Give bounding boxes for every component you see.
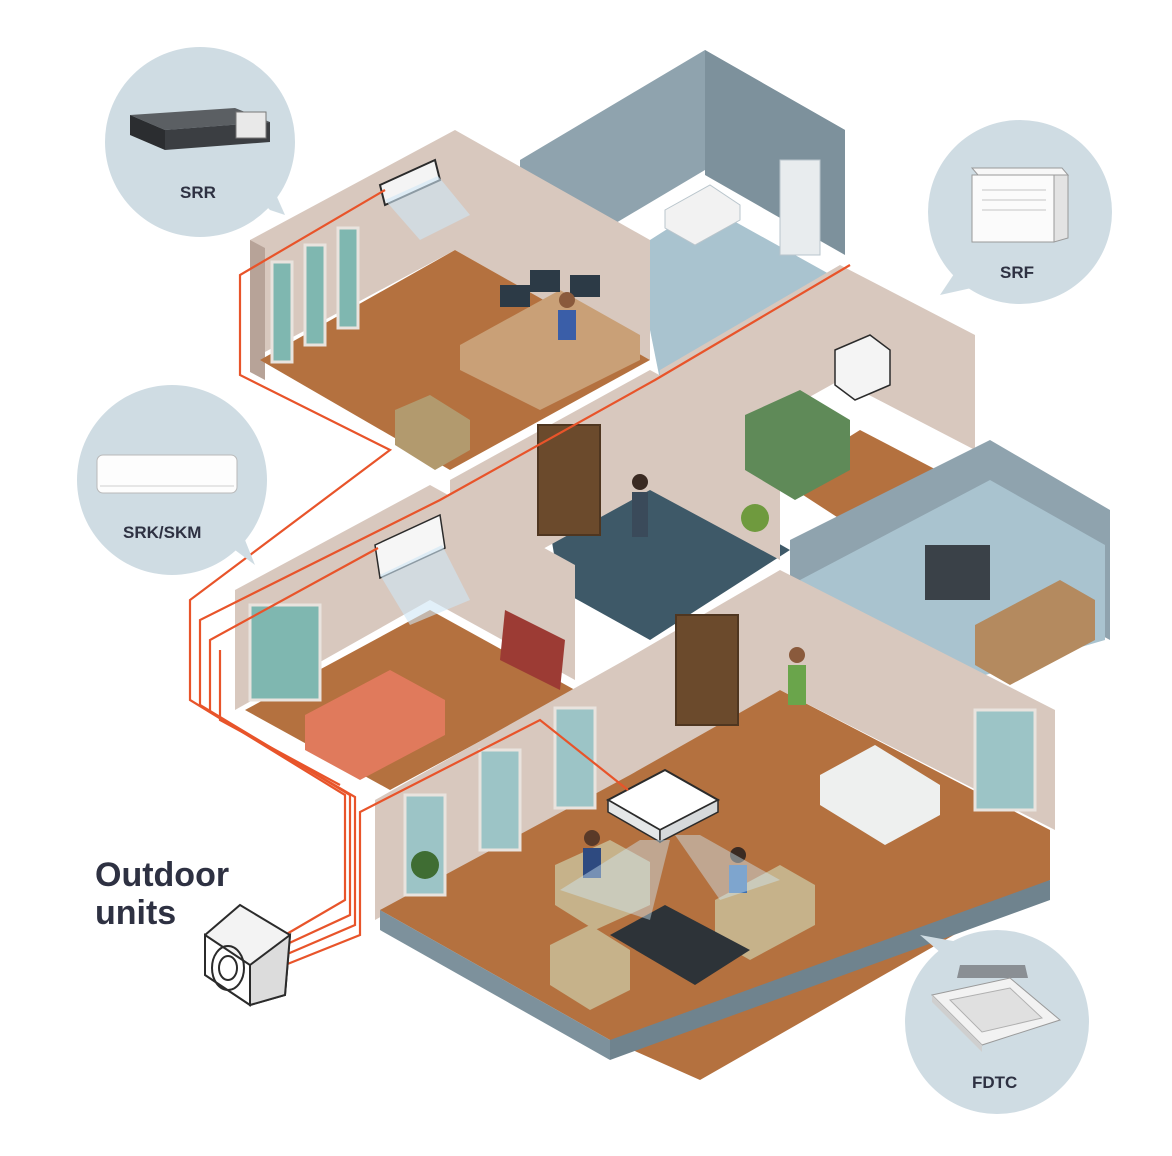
bathroom-floor: [650, 205, 840, 380]
hall-double-door: [537, 424, 601, 536]
kitchen-counter: [975, 580, 1095, 685]
srk-indoor-unit: [374, 513, 470, 625]
unit-label-srr: SRR: [180, 183, 216, 202]
fan-icon-inner: [218, 955, 238, 981]
building-base-edge-right: [610, 880, 1050, 1060]
bathtub: [664, 184, 741, 246]
living-double-door: [675, 614, 739, 726]
office-window: [270, 260, 294, 364]
living-window-right: [973, 708, 1037, 812]
unit-label-srk-skm: SRK/SKM: [123, 523, 201, 542]
monitor: [530, 270, 560, 292]
unit-label-fdtc: FDTC: [972, 1073, 1017, 1092]
outdoor-units-line1: Outdoor: [95, 856, 229, 894]
ducted-unit-icon: [130, 108, 270, 150]
person-body: [583, 848, 601, 878]
refrigerant-pipes: [188, 189, 851, 967]
fan-icon: [211, 945, 245, 991]
armchair: [395, 395, 470, 470]
person-head: [730, 847, 746, 863]
monitor: [570, 275, 600, 297]
windows-doors: [248, 226, 1037, 897]
wall-mounted-unit-icon: [96, 454, 238, 494]
bed-lower: [305, 670, 445, 780]
floor-console-unit-icon: [970, 167, 1070, 243]
person-body: [788, 665, 806, 705]
outdoor-units-line2: units: [95, 894, 176, 932]
callout-fdtc: FDTC: [905, 930, 1089, 1114]
bedroom-window: [248, 603, 322, 702]
unit-label-srf: SRF: [1000, 263, 1034, 282]
sofa-left: [555, 840, 650, 930]
pipe-to-srr: [188, 189, 393, 936]
callout-srr: SRR: [105, 47, 295, 237]
callout-srk-skm: SRK/SKM: [77, 385, 267, 575]
office-window: [303, 243, 327, 347]
people: [558, 292, 806, 893]
office-desk: [460, 290, 640, 410]
person-head: [584, 830, 600, 846]
potted-plant: [411, 851, 439, 879]
hallway-floor: [550, 470, 790, 640]
potted-plant: [741, 504, 769, 532]
stove: [925, 545, 990, 600]
bed-upper: [745, 390, 850, 500]
srf-indoor-unit: [834, 334, 891, 401]
rug: [610, 905, 750, 985]
pipe-to-fdtc: [284, 718, 629, 967]
person-head: [632, 474, 648, 490]
dining-table: [820, 745, 940, 845]
clothes-rack: [500, 610, 565, 690]
person-head: [789, 647, 805, 663]
monitor: [500, 285, 530, 307]
person-body: [729, 865, 747, 893]
pipe-to-srf: [198, 264, 851, 946]
living-window: [403, 793, 447, 897]
office-left-wall: [250, 240, 265, 380]
person-body: [632, 492, 648, 537]
washing-machine: [779, 159, 821, 256]
ceiling-cassette-unit-icon: [930, 965, 1062, 1052]
armchair-living: [550, 925, 630, 1010]
office-window: [336, 226, 360, 330]
person-body: [558, 310, 576, 340]
indoor-units: [374, 158, 891, 920]
callout-srf: SRF: [928, 120, 1112, 304]
furniture: [305, 159, 1095, 1010]
srr-duct-grille: [378, 158, 470, 240]
person-head: [559, 292, 575, 308]
building-base-edge: [380, 910, 610, 1060]
living-back-wall: [375, 570, 1055, 920]
living-window: [478, 748, 522, 852]
outdoor-unit: [204, 903, 292, 1007]
fdtc-cassette-unit: [560, 768, 780, 920]
pipe-extra: [218, 650, 341, 786]
